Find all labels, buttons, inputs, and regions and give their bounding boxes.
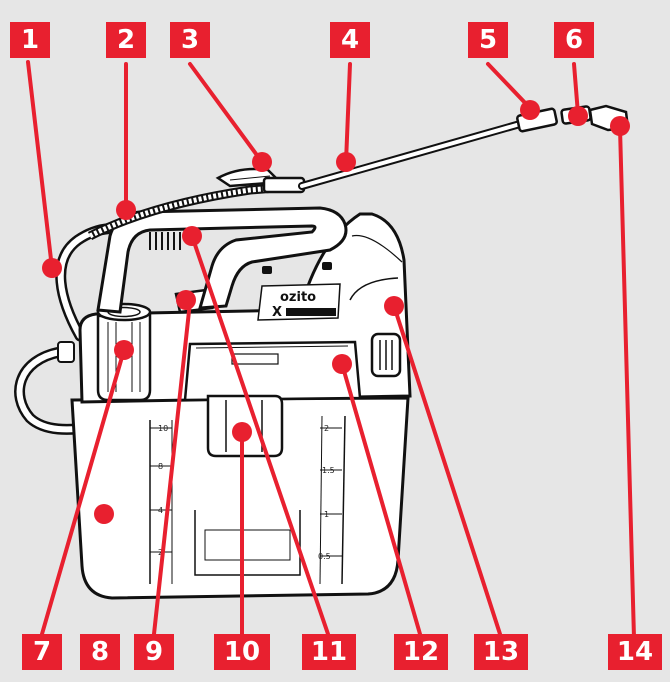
scale-right-2: 2 xyxy=(324,424,329,433)
brand-logo: ozito X xyxy=(257,283,341,321)
callout-10: 10 xyxy=(214,634,270,670)
carry-handle xyxy=(96,206,348,314)
callout-3: 3 xyxy=(170,22,210,58)
tank-scale-right: 2 1.5 1 0.5 xyxy=(318,424,342,561)
scale-left-10: 10 xyxy=(158,424,168,433)
hose-connector xyxy=(57,341,75,363)
leader-dots xyxy=(42,100,630,524)
callout-8: 8 xyxy=(80,634,120,670)
callout-4: 4 xyxy=(330,22,370,58)
callout-14: 14 xyxy=(608,634,662,670)
scale-right-1-5: 1.5 xyxy=(322,466,335,475)
scale-right-1: 1 xyxy=(324,510,329,519)
callout-7: 7 xyxy=(22,634,62,670)
callout-9: 9 xyxy=(134,634,174,670)
handle-grip xyxy=(149,232,181,250)
scale-left-4: 4 xyxy=(158,506,163,515)
scale-right-0-5: 0.5 xyxy=(318,552,331,561)
callout-6: 6 xyxy=(554,22,594,58)
brand-name: ozito xyxy=(280,290,316,305)
battery-pack xyxy=(183,340,362,402)
scale-left-8: 8 xyxy=(158,462,163,471)
leader-lines xyxy=(26,60,636,640)
brand-mark: X xyxy=(272,305,282,320)
callout-11: 11 xyxy=(302,634,356,670)
scale-left-2: 2 xyxy=(158,548,163,557)
callout-5: 5 xyxy=(468,22,508,58)
callout-2: 2 xyxy=(106,22,146,58)
trigger xyxy=(215,167,306,194)
callout-12: 12 xyxy=(394,634,448,670)
callout-13: 13 xyxy=(474,634,528,670)
callout-1: 1 xyxy=(10,22,50,58)
